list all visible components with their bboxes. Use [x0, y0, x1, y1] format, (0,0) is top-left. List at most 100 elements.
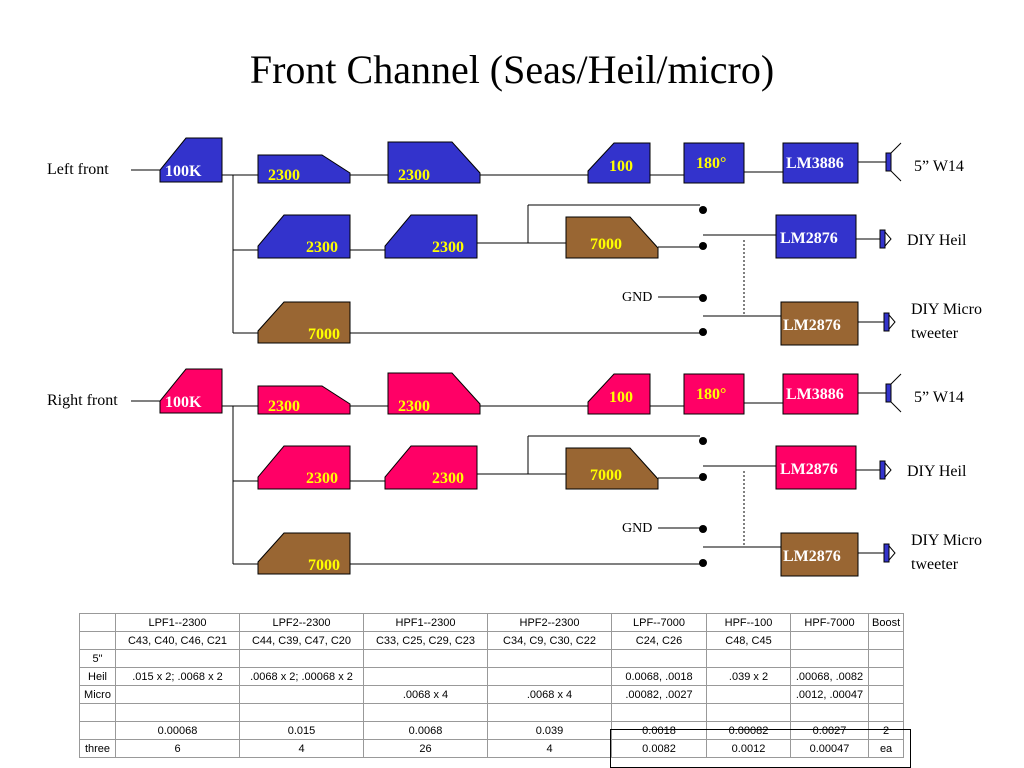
lpf-block: [257, 154, 351, 184]
hpf-block: [384, 445, 478, 490]
table-cell: [239, 649, 364, 668]
speaker-icon: [885, 152, 892, 172]
speaker-label: tweeter: [911, 325, 959, 342]
switch-contact: [699, 206, 707, 214]
switch-contact: [699, 328, 707, 336]
speaker-label: DIY Heil: [907, 232, 967, 249]
table-cell: [867, 667, 905, 686]
switch-contact: [699, 437, 707, 445]
phase-invert-block: [683, 142, 745, 184]
table-cell: LPF2--2300: [239, 613, 364, 632]
lpf-label: 7000: [590, 236, 622, 253]
table-cell: 0.0012: [706, 739, 791, 758]
speaker-cone-edge: [884, 231, 892, 247]
table-cell: [363, 703, 488, 722]
table-cell: three: [79, 739, 116, 758]
lpf-block: [387, 372, 481, 415]
table-cell: [115, 649, 240, 668]
table-cell: C44, C39, C47, C20: [239, 631, 364, 650]
hpf-block: [257, 214, 351, 259]
table-cell: .00082, .0027: [611, 685, 707, 704]
hpf-block: [587, 142, 651, 184]
table-cell: ea: [867, 739, 905, 758]
hpf-label: 100: [609, 389, 633, 406]
amp-label: LM2876: [783, 317, 841, 334]
table-cell: [239, 703, 364, 722]
table-cell: [867, 685, 905, 704]
table-cell: 2: [867, 721, 905, 740]
volume-label: 100K: [165, 163, 202, 180]
table-cell: [79, 631, 116, 650]
hpf-label: 2300: [306, 470, 338, 487]
table-cell: [363, 649, 488, 668]
lpf-label: 2300: [398, 167, 430, 184]
table-cell: 0.00082: [706, 721, 791, 740]
table-cell: [867, 703, 905, 722]
table-cell: HPF1--2300: [363, 613, 488, 632]
table-cell: [867, 631, 905, 650]
volume-label: 100K: [165, 394, 202, 411]
table-cell: 0.0018: [611, 721, 707, 740]
amp-block: [780, 532, 859, 577]
table-cell: [79, 721, 116, 740]
speaker-cone-edge: [890, 401, 902, 413]
table-cell: C24, C26: [611, 631, 707, 650]
table-cell: 6: [115, 739, 240, 758]
speaker-label: tweeter: [911, 556, 959, 573]
page-title: Front Channel (Seas/Heil/micro): [249, 47, 775, 92]
volume-block: [159, 137, 223, 183]
table-cell: [611, 649, 707, 668]
phase-label: 180°: [696, 386, 726, 403]
table-cell: [611, 703, 707, 722]
table-cell: HPF-7000: [790, 613, 869, 632]
hpf-block: [257, 532, 351, 575]
amp-block: [775, 214, 857, 259]
table-cell: [867, 649, 905, 668]
hpf-block: [257, 301, 351, 344]
table-cell: [115, 703, 240, 722]
table-cell: 0.0027: [790, 721, 869, 740]
hpf-label: 2300: [432, 470, 464, 487]
switch-contact: [699, 294, 707, 302]
amp-block: [775, 445, 857, 490]
table-cell: [363, 667, 488, 686]
hpf-block: [257, 445, 351, 490]
volume-block: [159, 368, 223, 414]
table-cell: 26: [363, 739, 488, 758]
switch-contact: [699, 525, 707, 533]
phase-invert-block: [683, 373, 745, 415]
table-cell: [790, 649, 869, 668]
speaker-cone-edge: [888, 314, 896, 330]
table-cell: [487, 667, 612, 686]
gnd-label: GND: [622, 521, 652, 536]
speaker-cone-edge: [890, 142, 902, 154]
speaker-label: 5” W14: [914, 158, 964, 175]
table-cell: HPF--100: [706, 613, 791, 632]
table-cell: 0.0068: [363, 721, 488, 740]
table-cell: 4: [239, 739, 364, 758]
switch-contact: [699, 242, 707, 250]
table-cell: C34, C9, C30, C22: [487, 631, 612, 650]
hpf-label: 7000: [308, 557, 340, 574]
table-cell: C48, C45: [706, 631, 791, 650]
table-cell: [79, 613, 116, 632]
table-cell: 4: [487, 739, 612, 758]
table-cell: .0068 x 2; .00068 x 2: [239, 667, 364, 686]
speaker-icon: [883, 312, 890, 332]
table-cell: [79, 703, 116, 722]
table-cell: LPF--7000: [611, 613, 707, 632]
table-cell: [115, 685, 240, 704]
table-cell: 0.00047: [790, 739, 869, 758]
table-cell: 0.015: [239, 721, 364, 740]
phase-label: 180°: [696, 155, 726, 172]
table-cell: Micro: [79, 685, 116, 704]
table-cell: [487, 703, 612, 722]
hpf-label: 100: [609, 158, 633, 175]
table-row: [79, 703, 905, 722]
table-cell: [239, 685, 364, 704]
amp-label: LM3886: [786, 155, 844, 172]
